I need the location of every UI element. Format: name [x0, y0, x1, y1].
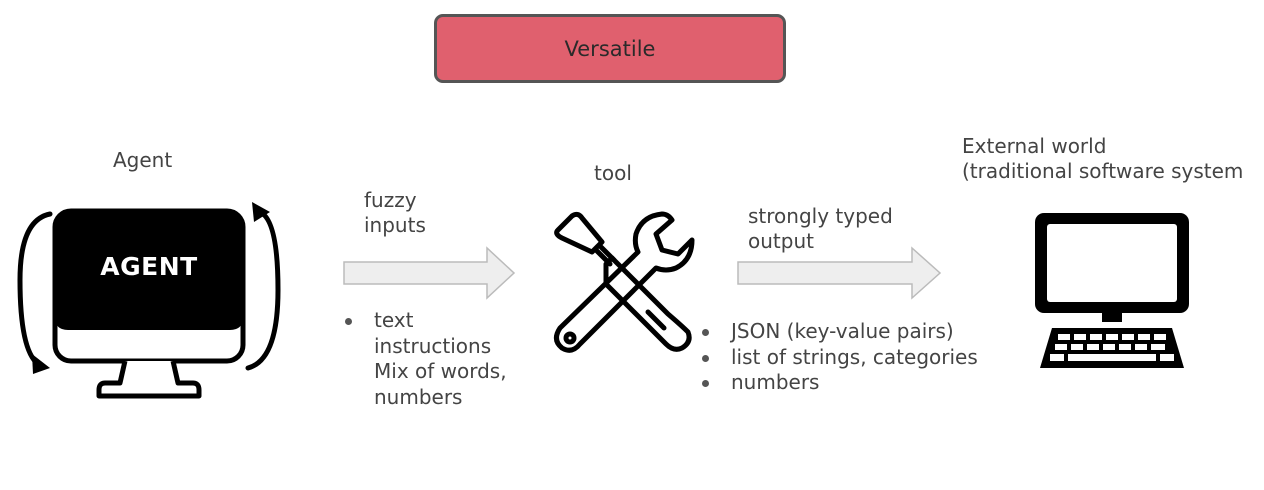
input-example-item: text — [345, 308, 507, 334]
input-arrow-label-line2: inputs — [364, 213, 426, 237]
input-examples-list: text instructions Mix of words, numbers — [345, 308, 507, 410]
title-text: Versatile — [564, 36, 656, 61]
agent-label: Agent — [113, 148, 173, 172]
agent-monitor-icon — [17, 202, 281, 399]
output-arrow — [737, 246, 942, 300]
input-example-item: numbers — [374, 384, 463, 409]
output-arrow-label-line1: strongly typed — [748, 204, 893, 228]
output-example-item: numbers — [702, 370, 978, 396]
wrench-screwdriver-icon — [554, 211, 695, 353]
output-example-item: list of strings, categories — [702, 344, 978, 369]
input-example-item: Mix of words, — [374, 359, 507, 383]
output-arrow-label-line2: output — [748, 229, 814, 253]
input-arrow-label-line1: fuzzy — [364, 188, 417, 212]
agent-screen-text: AGENT — [100, 252, 198, 281]
tool-label: tool — [594, 161, 632, 185]
output-example-item: JSON (key-value pairs) — [702, 319, 978, 345]
title-box: Versatile — [434, 14, 786, 83]
input-example-item: instructions — [374, 333, 492, 358]
output-examples-list: JSON (key-value pairs) list of strings, … — [702, 319, 978, 396]
input-arrow — [343, 246, 516, 300]
computer-icon — [1035, 213, 1189, 368]
external-label-line2: (traditional software system — [962, 159, 1244, 183]
external-label-line1: External world — [962, 134, 1107, 158]
